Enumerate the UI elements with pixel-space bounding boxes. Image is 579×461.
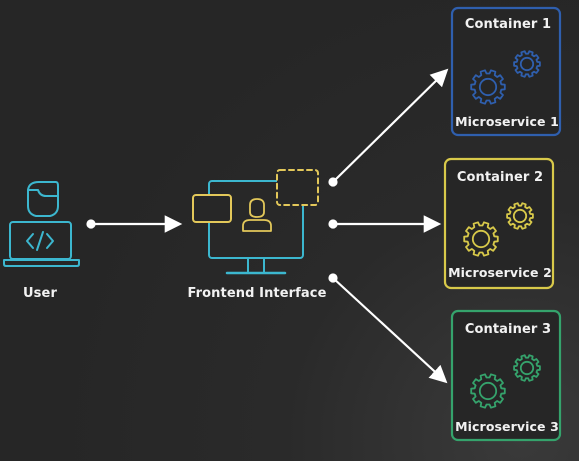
microservice-1-label: Microservice 1 <box>455 114 559 129</box>
frontend-label: Frontend Interface <box>187 286 327 301</box>
user-label: User <box>23 286 57 301</box>
monitor-user-icon <box>242 198 272 232</box>
user-hair <box>27 181 59 197</box>
gear-icon <box>506 202 534 230</box>
container-3-title: Container 3 <box>464 322 552 337</box>
container-2-title: Container 2 <box>456 170 544 185</box>
frontend-dot-1 <box>328 177 338 187</box>
microservice-3-label: Microservice 3 <box>455 419 559 434</box>
connectors <box>86 68 449 384</box>
gear-icon <box>463 221 499 257</box>
gear-icon <box>470 69 506 105</box>
monitor-neck <box>247 257 265 273</box>
gear-icon <box>470 373 506 409</box>
container-1-box <box>450 6 562 137</box>
frontend-to-container1-arrow <box>332 68 449 183</box>
gear-icons <box>463 50 541 409</box>
user-face <box>27 189 59 217</box>
container-1-title: Container 1 <box>464 17 552 32</box>
frontend-to-container3-arrow <box>332 277 448 384</box>
gear-icon <box>513 354 541 382</box>
container-3-box <box>450 309 562 442</box>
frontend-dot-3 <box>328 273 338 283</box>
code-icon <box>26 231 54 251</box>
frontend-dot-2 <box>328 219 338 229</box>
dashed-panel <box>276 169 319 206</box>
gear-icon <box>513 50 541 78</box>
container-2-box <box>443 157 555 290</box>
user-laptop-icon <box>3 181 80 267</box>
microservice-2-label: Microservice 2 <box>448 265 552 280</box>
panel-box <box>192 194 232 223</box>
frontend-monitor-icon <box>192 169 319 275</box>
user-connector-dot <box>86 219 96 229</box>
laptop-base <box>3 259 80 267</box>
